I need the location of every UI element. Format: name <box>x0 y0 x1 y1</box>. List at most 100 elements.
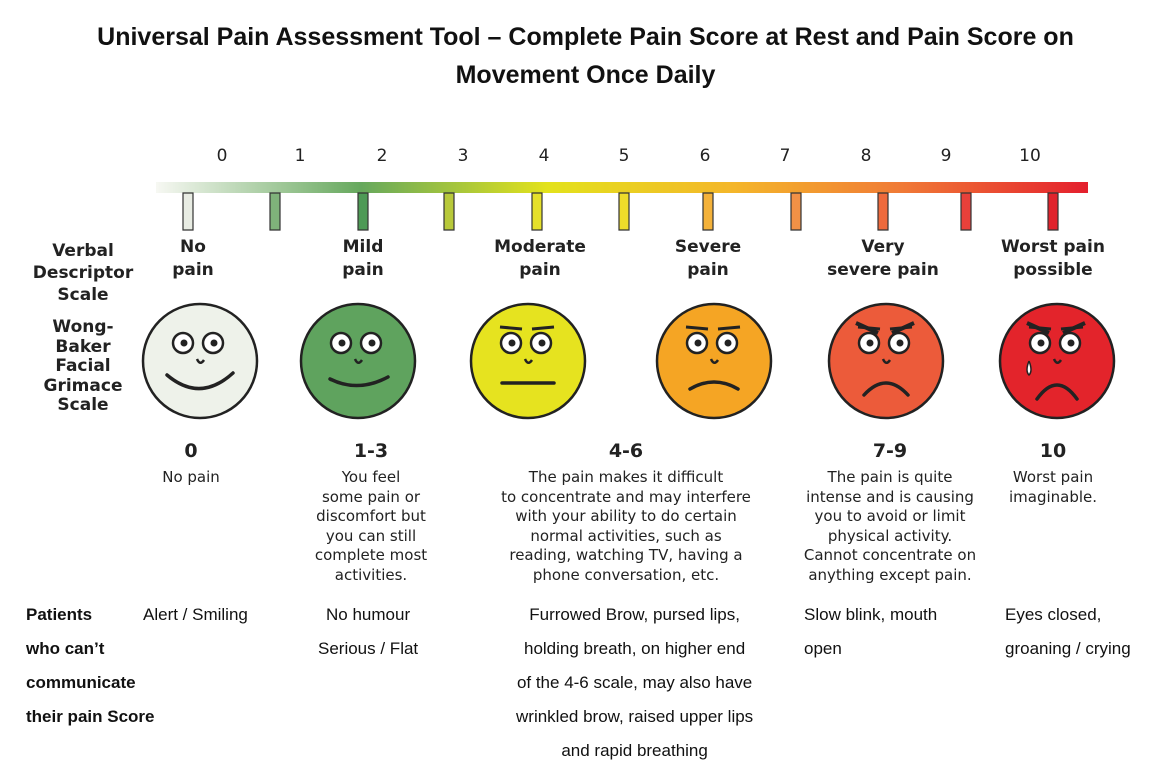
pupil <box>508 339 516 347</box>
observation-line: and rapid breathing <box>561 741 708 760</box>
mouth <box>862 381 910 397</box>
range-description-10: Worst pain imaginable. <box>993 468 1113 507</box>
scale-tick-1 <box>269 192 281 231</box>
scale-tick-5 <box>618 192 630 231</box>
verbal-line: Very <box>861 237 905 257</box>
title-line-1: Universal Pain Assessment Tool – Complet… <box>97 23 1074 51</box>
description-line: phone conversation, etc. <box>532 565 720 584</box>
severe-pain-face <box>655 302 773 420</box>
verbal-line: Mild <box>342 237 384 257</box>
patients-cant-communicate-label: Patients who can’t communicate their pai… <box>26 598 154 734</box>
nose <box>709 358 720 364</box>
scale-tick-3 <box>443 192 455 231</box>
range-description-1-3: You feel some pain or discomfort but you… <box>296 468 446 585</box>
description-line: some pain or <box>321 487 421 506</box>
description-line: reading, watching TV, having a <box>509 546 743 564</box>
description-line: Cannot concentrate on <box>803 546 977 564</box>
description-line: complete most <box>314 546 428 564</box>
brow <box>685 325 709 331</box>
range-score-7-9: 7-9 <box>872 440 908 462</box>
range-description-7-9: The pain is quite intense and is causing… <box>792 468 988 585</box>
verbal-line: Worst pain <box>1001 237 1105 257</box>
scale-number-8: 8 <box>860 146 872 166</box>
observation-no-pain: Alert / Smiling <box>143 598 248 632</box>
pupil <box>694 339 702 347</box>
range-description-0: No pain <box>131 468 251 488</box>
patients-label-line: communicate <box>26 673 136 692</box>
verbal-line: pain <box>519 260 561 280</box>
pupil <box>1037 339 1045 347</box>
verbal-line: severe pain <box>827 260 939 280</box>
verbal-severe-pain: Severe pain <box>623 236 793 282</box>
nose <box>195 358 206 364</box>
description-line: discomfort but <box>316 507 426 525</box>
very-severe-pain-face <box>827 302 945 420</box>
verbal-moderate-pain: Moderate pain <box>455 236 625 282</box>
tear-icon <box>1026 360 1032 377</box>
brow <box>531 325 555 331</box>
observation-mild-pain: No humour Serious / Flat <box>318 598 418 666</box>
description-line: activities. <box>334 565 408 584</box>
scale-number-3: 3 <box>457 146 469 166</box>
observation-line: Eyes closed, <box>1005 605 1102 624</box>
verbal-line: pain <box>342 260 384 280</box>
pupil <box>896 339 904 347</box>
no-pain-face <box>141 302 259 420</box>
verbal-no-pain: No pain <box>108 236 278 282</box>
observation-line: Alert / Smiling <box>143 605 248 624</box>
observation-very-severe-pain: Slow blink, mouth open <box>804 598 937 666</box>
scale-tick-8 <box>877 192 889 231</box>
range-score-10: 10 <box>1039 440 1067 462</box>
scale-number-4: 4 <box>538 146 550 166</box>
verbal-mild-pain: Mild pain <box>278 236 448 282</box>
pupil <box>368 339 376 347</box>
description-line: intense and is causing <box>806 487 974 506</box>
scale-tick-0 <box>182 192 194 231</box>
furrowed-brow <box>1062 321 1086 335</box>
pupil <box>338 339 346 347</box>
verbal-descriptor-scale-label: Verbal Descriptor Scale <box>32 241 134 305</box>
scale-number-2: 2 <box>376 146 388 166</box>
observation-line: wrinkled brow, raised upper lips <box>516 707 754 726</box>
observation-worst-pain: Eyes closed, groaning / crying <box>1005 598 1131 666</box>
scale-tick-10 <box>1047 192 1059 231</box>
range-score-1-3: 1-3 <box>353 440 389 462</box>
range-description-4-6: The pain makes it difficult to concentra… <box>486 468 766 585</box>
description-line: You feel <box>341 468 401 486</box>
description-line: Worst pain <box>1012 468 1094 486</box>
pupil <box>210 339 218 347</box>
scale-tick-6 <box>702 192 714 231</box>
furrowed-brow <box>855 321 879 335</box>
observation-line: open <box>804 639 842 658</box>
nose <box>881 358 892 364</box>
observation-line: Serious / Flat <box>318 639 419 658</box>
face-circle <box>469 302 587 420</box>
observation-moderate-pain: Furrowed Brow, pursed lips, holding brea… <box>516 598 753 768</box>
face-circle <box>655 302 773 420</box>
verbal-line: pain <box>687 260 729 280</box>
face-circle <box>827 302 945 420</box>
face-circle <box>998 302 1116 420</box>
description-line: anything except pain. <box>808 565 972 584</box>
observation-line: holding breath, on higher end <box>523 639 746 658</box>
range-score-0: 0 <box>184 440 198 462</box>
scale-tick-9 <box>960 192 972 231</box>
range-score-4-6: 4-6 <box>608 440 644 462</box>
description-line: to concentrate and may interfere <box>501 487 751 506</box>
nose <box>1052 358 1063 364</box>
description-line: No pain <box>162 468 220 486</box>
face-circle <box>141 302 259 420</box>
mild-pain-face <box>299 302 417 420</box>
observation-line: groaning / crying <box>1005 639 1131 658</box>
pupil <box>180 339 188 347</box>
mouth <box>165 371 235 391</box>
patients-label-line: who can’t <box>26 639 105 658</box>
brow <box>717 325 741 331</box>
pupil <box>724 339 732 347</box>
observation-line: No humour <box>326 605 411 624</box>
page-title: Universal Pain Assessment Tool – Complet… <box>0 18 1171 94</box>
scale-number-9: 9 <box>940 146 952 166</box>
description-line: you can still <box>325 526 417 545</box>
scale-number-1: 1 <box>294 146 306 166</box>
wong-baker-scale-label: Wong-Baker Facial Grimace Scale <box>43 317 123 415</box>
